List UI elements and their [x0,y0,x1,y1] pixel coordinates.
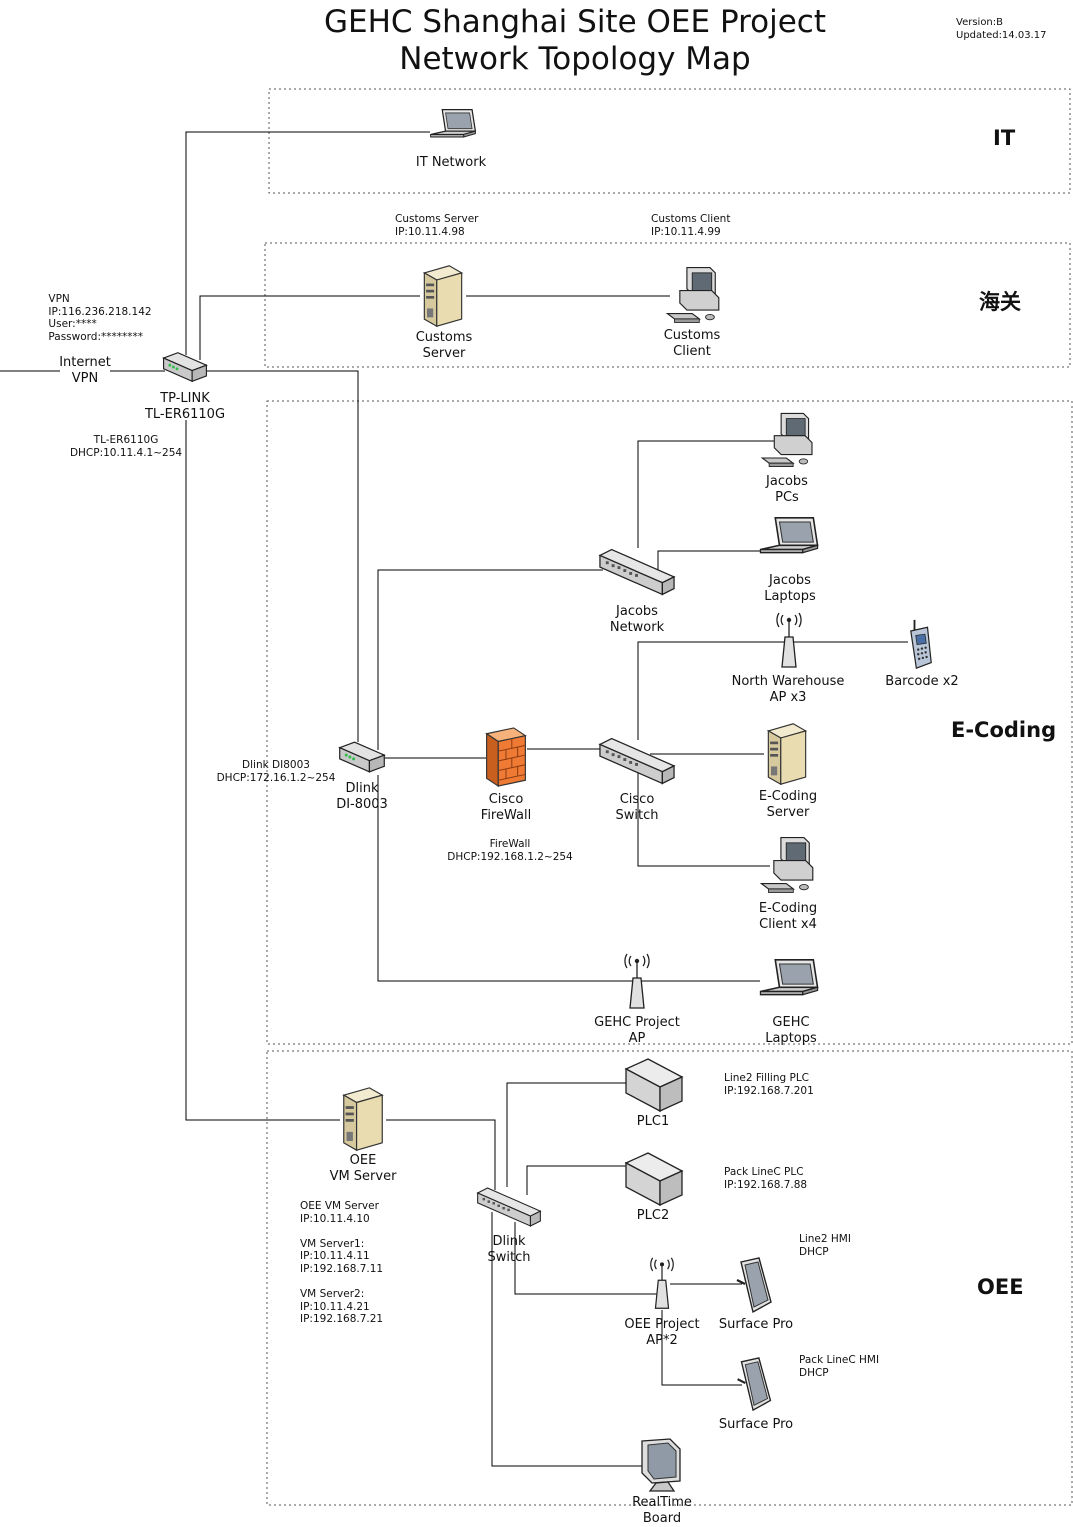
jacobs-laptops-label: Jacobs Laptops [764,573,816,604]
link-tplink-customs [199,295,420,360]
customs-server-note: Customs Server IP:10.11.4.98 [395,213,479,238]
dlink-switch-icon [477,1187,541,1227]
link-switch-plc2 [526,1165,628,1195]
link-tplink-dlink [207,370,359,742]
dlink-switch-label: Dlink Switch [487,1234,531,1265]
zone-oee-box [266,1050,1073,1506]
link-cisco-ecoding-client [637,772,770,867]
plc2-box-icon [625,1152,683,1206]
firewall-note: FireWall DHCP:192.168.1.2~254 [447,838,573,863]
dlink-note: Dlink DI8003 DHCP:172.16.1.2~254 [216,759,336,784]
cisco-firewall-icon [486,727,526,787]
link-tplink-it [185,131,430,355]
link-dlink-jacobs [377,569,603,750]
page-title-line1: GEHC Shanghai Site OEE Project [323,4,827,40]
gehc-laptops-icon [759,958,819,996]
tplink-router-label: TP-LINK TL-ER6110G [144,391,226,422]
zone-label-oee: OEE [977,1275,1024,1299]
ecoding-server-icon [767,723,807,785]
gehc-ap-label: GEHC Project AP [594,1015,680,1046]
ecoding-client-pc-icon [760,836,814,894]
surface-pro-1-tablet-icon [735,1256,773,1314]
link-jacobs-laptops [657,550,760,575]
oee-vm-server-label: OEE VM Server [329,1153,397,1184]
link-oee-ap-surface2 [661,1310,742,1386]
plc2-label: PLC2 [636,1208,670,1223]
zone-it-box [268,88,1071,194]
connection-lines [0,131,908,1467]
dlink-router-label: Dlink DI-8003 [336,781,388,812]
realtime-board-monitor-icon [641,1438,681,1492]
tplink-note: TL-ER6110G DHCP:10.11.4.1~254 [69,434,183,459]
customs-client-note: Customs Client IP:10.11.4.99 [651,213,731,238]
zone-ecoding-box [266,400,1073,1045]
customs-client-pc-icon [666,266,720,324]
it-network-laptop-icon [429,108,477,138]
barcode-label: Barcode x2 [885,674,959,689]
vpn-note-title: VPN IP:116.236.218.142 User:**** Passwor… [48,293,151,343]
zone-boxes [264,88,1073,1506]
plc1-box-icon [625,1058,683,1112]
link-switch-oee-ap [514,1222,660,1295]
plc1-note: Line2 Filling PLC IP:192.168.7.201 [724,1072,814,1097]
jacobs-network-label: Jacobs Network [609,604,665,635]
customs-server-label: Customs Server [415,330,473,361]
plc2-note: Pack LineC PLC IP:192.168.7.88 [724,1166,808,1191]
surface-pro-1-label: Surface Pro [718,1317,794,1332]
link-switch-plc1 [506,1082,628,1187]
vpn-note: VPN IP:116.236.218.142 User:**** Passwor… [48,293,152,343]
north-warehouse-ap-label: North Warehouse AP x3 [731,674,845,705]
link-jacobs-pcs [637,440,775,548]
link-oee-server-switch [386,1119,496,1190]
jacobs-pcs-icon [761,412,813,468]
link-switch-realtime [491,1212,643,1467]
surface-pro-2-label: Surface Pro [718,1417,794,1432]
oee-ap-label: OEE Project AP*2 [624,1317,700,1348]
page-title-line2: Network Topology Map [399,41,751,77]
zone-label-customs: 海关 [979,290,1021,314]
hmi2-note: Pack LineC HMI DHCP [799,1354,880,1379]
zone-label-ecoding: E-Coding [951,718,1057,742]
plc1-label: PLC1 [636,1114,670,1129]
zone-label-it: IT [993,126,1016,150]
cisco-firewall-label: Cisco FireWall [480,792,532,823]
oee-ap-icon [650,1257,674,1309]
oee-vm-note: OEE VM Server IP:10.11.4.10 VM Server1: … [300,1200,384,1326]
ecoding-client-label: E-Coding Client x4 [758,901,818,932]
surface-pro-2-tablet-icon [736,1356,772,1412]
link-cisco-north-ap [637,641,908,740]
oee-vm-server-icon [343,1087,383,1151]
jacobs-laptops-icon [759,516,819,554]
cisco-switch-label: Cisco Switch [615,792,659,823]
internet-vpn-label: Internet VPN [59,355,111,386]
gehc-laptops-label: GEHC Laptops [765,1015,817,1046]
version-info: Version:B Updated:14.03.17 [956,17,1047,41]
link-tplink-oee [185,420,340,1121]
link-dlink-gehc-ap [377,775,760,982]
customs-server-icon [423,265,463,327]
customs-client-label: Customs Client [663,328,721,359]
jacobs-network-switch-icon [599,548,675,596]
zone-customs-box [264,242,1071,368]
it-network-label: IT Network [415,155,487,170]
realtime-board-label: RealTime Board [632,1495,692,1526]
cisco-switch-icon [599,737,675,785]
ecoding-server-label: E-Coding Server [758,789,818,820]
north-warehouse-ap-icon [776,612,802,668]
hmi1-note: Line2 HMI DHCP [799,1233,851,1258]
jacobs-pcs-label: Jacobs PCs [766,474,808,505]
barcode-phone-icon [909,618,933,670]
